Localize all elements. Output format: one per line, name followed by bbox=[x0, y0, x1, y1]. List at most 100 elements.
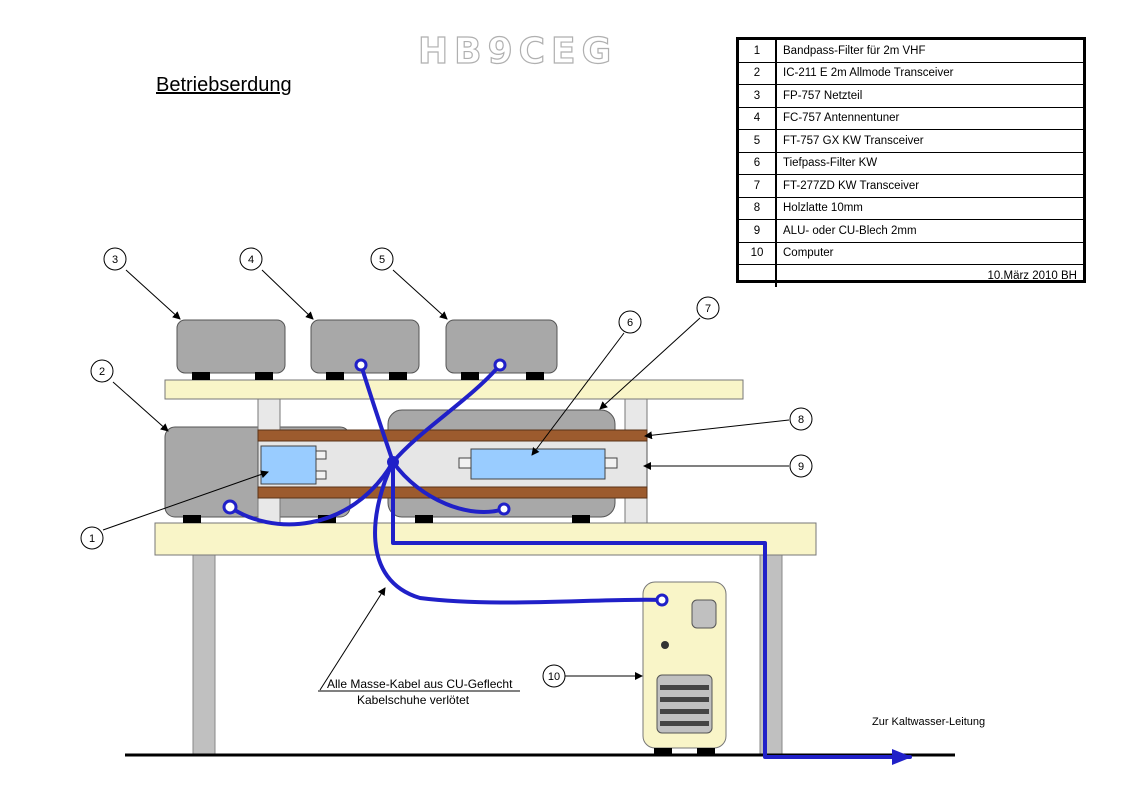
upper-shelf bbox=[164, 379, 744, 400]
cable-computer bbox=[373, 460, 664, 605]
device-7-foot-left bbox=[415, 515, 433, 523]
computer-vent-slot-1 bbox=[660, 685, 709, 690]
terminal-device-7 bbox=[497, 502, 511, 516]
legend-row-number: 5 bbox=[739, 129, 777, 153]
callout-10: 10 bbox=[542, 664, 566, 688]
table-top bbox=[154, 522, 817, 556]
filter-1-bandpass bbox=[260, 445, 317, 485]
callout-9: 9 bbox=[789, 454, 813, 478]
leader-8 bbox=[644, 419, 790, 440]
callout-8: 8 bbox=[789, 407, 813, 431]
wood-strip-8-bottom bbox=[257, 486, 648, 499]
legend-row-number: 9 bbox=[739, 219, 777, 243]
leader-lines bbox=[102, 269, 790, 692]
callout-6: 6 bbox=[618, 310, 642, 334]
ground-cables bbox=[228, 363, 912, 765]
computer-vent-slot-2 bbox=[660, 697, 709, 702]
terminal-device-5 bbox=[493, 358, 507, 372]
computer-foot-left bbox=[654, 748, 672, 755]
legend-row-text: IC-211 E 2m Allmode Transceiver bbox=[776, 62, 1083, 85]
legend-row-text: FT-277ZD KW Transceiver bbox=[776, 174, 1083, 198]
cable-note-line-1: Alle Masse-Kabel aus CU-Geflecht bbox=[327, 677, 513, 691]
legend-date-spacer bbox=[739, 264, 777, 287]
filter-1-connector-top bbox=[315, 450, 327, 460]
legend-row-number: 2 bbox=[739, 62, 777, 85]
legend-row-text: ALU- oder CU-Blech 2mm bbox=[776, 219, 1083, 243]
legend-row-number: 4 bbox=[739, 107, 777, 130]
callout-5: 5 bbox=[370, 247, 394, 271]
callout-3: 3 bbox=[103, 247, 127, 271]
filter-6-connector-left bbox=[458, 457, 472, 469]
computer-foot-right bbox=[697, 748, 715, 755]
cable-device-7 bbox=[391, 460, 506, 514]
legend-row-text: FT-757 GX KW Transceiver bbox=[776, 129, 1083, 153]
legend-row-number: 7 bbox=[739, 174, 777, 198]
legend-row-number: 1 bbox=[739, 40, 777, 63]
legend-date: 10.März 2010 BH bbox=[987, 269, 1078, 282]
legend-row-text: Computer bbox=[776, 242, 1083, 265]
callout-5-label: 5 bbox=[379, 254, 385, 266]
callout-6-label: 6 bbox=[627, 317, 633, 329]
callout-2: 2 bbox=[90, 359, 114, 383]
cable-note-line-2: Kabelschuhe verlötet bbox=[357, 693, 470, 707]
computer-vent-slot-4 bbox=[660, 721, 709, 726]
legend-row-number: 10 bbox=[739, 242, 777, 265]
device-3-foot-left bbox=[192, 372, 210, 380]
computer-power-button bbox=[661, 641, 669, 649]
device-2-foot-left bbox=[183, 515, 201, 523]
callout-4: 4 bbox=[239, 247, 263, 271]
cable-device-5 bbox=[391, 363, 502, 464]
legend-row-number: 8 bbox=[739, 197, 777, 220]
device-4-foot-left bbox=[326, 372, 344, 380]
device-4-foot-right bbox=[389, 372, 407, 380]
ground-junction bbox=[387, 456, 399, 468]
device-5-foot-left bbox=[461, 372, 479, 380]
device-5-foot-right bbox=[526, 372, 544, 380]
callout-3-label: 3 bbox=[112, 254, 118, 266]
leader-4 bbox=[261, 269, 314, 320]
device-5-ft757gx bbox=[445, 319, 558, 374]
leader-3 bbox=[125, 269, 181, 320]
filter-1-connector-bottom bbox=[315, 470, 327, 480]
legend-row-text: Bandpass-Filter für 2m VHF bbox=[776, 40, 1083, 63]
terminal-device-2 bbox=[222, 499, 238, 515]
page-title: Betriebserdung bbox=[156, 74, 292, 96]
callouts: 1 2 3 4 5 6 7 bbox=[80, 247, 813, 688]
callout-1-label: 1 bbox=[89, 533, 95, 545]
cable-device-2 bbox=[228, 460, 395, 527]
table-leg-left bbox=[192, 554, 216, 756]
callout-7-label: 7 bbox=[705, 303, 711, 315]
terminal-computer bbox=[655, 593, 669, 607]
leader-5 bbox=[392, 269, 448, 320]
computer-drive-bay bbox=[691, 599, 717, 629]
legend-row-number: 6 bbox=[739, 152, 777, 175]
callout-9-label: 9 bbox=[798, 461, 804, 473]
filter-6-connector-right bbox=[604, 457, 618, 469]
device-7-foot-right bbox=[572, 515, 590, 523]
legend-row-number: 3 bbox=[739, 84, 777, 108]
device-3-fp757 bbox=[176, 319, 286, 374]
kaltwasser-label: Zur Kaltwasser-Leitung bbox=[872, 716, 986, 728]
callout-10-label: 10 bbox=[548, 671, 560, 683]
legend-date-row: 10.März 2010 BH bbox=[739, 264, 1083, 287]
legend-row-text: FC-757 Antennentuner bbox=[776, 107, 1083, 130]
callsign-title: HB9CEG bbox=[417, 31, 618, 72]
callout-2-label: 2 bbox=[99, 366, 105, 378]
leader-6 bbox=[531, 332, 625, 456]
computer-vent-slot-3 bbox=[660, 709, 709, 714]
callout-1: 1 bbox=[80, 526, 104, 550]
cable-kaltwasser bbox=[391, 460, 912, 765]
